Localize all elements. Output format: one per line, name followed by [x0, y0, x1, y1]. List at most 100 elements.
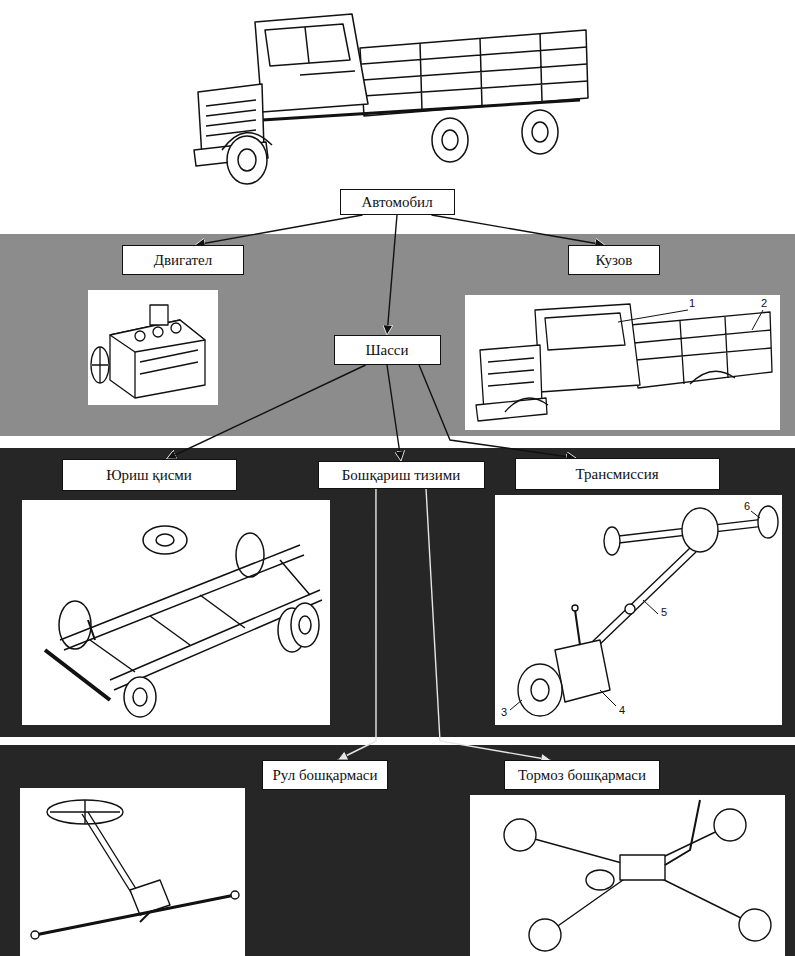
- node-label: Рул бошқармаси: [272, 767, 377, 784]
- chassis-illustration: [143, 526, 187, 554]
- node-label: Юриш қисми: [106, 467, 192, 484]
- chassis-illustration: [60, 545, 322, 690]
- callout-number: 5: [660, 606, 668, 618]
- chassis-illustration: [45, 650, 110, 700]
- transmission-illustration: [572, 605, 578, 611]
- connector-arrow: [419, 365, 576, 458]
- chassis-illustration: [299, 616, 311, 634]
- engine-illustration: [110, 320, 205, 398]
- connector-arrow: [167, 365, 366, 459]
- engine-illustration: [171, 323, 181, 333]
- node-label: Кузов: [596, 252, 633, 269]
- engine-illustration: [135, 350, 198, 398]
- cab-body-illustration: [476, 398, 547, 421]
- brake-illustration: [620, 855, 665, 880]
- cab-body-illustration: [488, 358, 534, 386]
- dark-band: [0, 745, 795, 956]
- steering-illustration: [31, 800, 239, 939]
- truck-illustration: [522, 110, 558, 154]
- connector-arrow: [432, 215, 605, 245]
- node-label: Тормоз бошқармаси: [518, 767, 646, 784]
- steering-illustration: [47, 800, 123, 824]
- connector-arrow: [387, 365, 401, 461]
- node-label: Двигател: [154, 252, 212, 269]
- transmission-illustration: [625, 604, 635, 614]
- brake-illustration: [586, 870, 614, 890]
- category-box: Тормоз бошқармаси: [504, 760, 660, 790]
- cab-body-illustration: [476, 304, 772, 421]
- cab-body-illustration: [618, 310, 763, 330]
- truck-illustration: [300, 27, 355, 75]
- chassis-illustration: [90, 560, 310, 672]
- chassis-panel: [22, 500, 330, 725]
- category-box: Рул бошқармаси: [262, 760, 388, 790]
- transmission-illustration: [682, 508, 718, 552]
- brake-illustration: [739, 909, 771, 941]
- steering-illustration: [31, 931, 39, 939]
- chassis-illustration: [291, 603, 319, 647]
- node-label: Бошқариш тизими: [342, 467, 461, 484]
- truck-illustration: [255, 14, 368, 112]
- category-box: Двигател: [122, 245, 244, 275]
- truck-illustration: [227, 136, 267, 184]
- callout-number: 2: [760, 297, 768, 309]
- cab-body-illustration: [535, 304, 640, 392]
- steering-illustration: [50, 800, 120, 824]
- callout-number: 3: [500, 706, 508, 718]
- chassis-illustration: [156, 534, 174, 546]
- category-box: Автомобил: [340, 189, 455, 215]
- brake-illustration: [529, 919, 561, 951]
- cab-body-illustration: [630, 312, 772, 388]
- transmission-illustration: [510, 511, 760, 710]
- transmission-illustration: [758, 506, 778, 538]
- engine-illustration: [91, 347, 109, 383]
- transmission-illustration: [518, 664, 562, 716]
- truck-illustration: [206, 100, 256, 136]
- brake-illustration: [504, 800, 771, 951]
- steering-panel: [20, 788, 245, 956]
- steering-illustration: [140, 912, 150, 922]
- steering-illustration: [35, 895, 235, 935]
- category-box: Трансмиссия: [515, 458, 720, 490]
- callout-number: 6: [743, 500, 751, 512]
- callout-number: 1: [688, 297, 696, 309]
- transmission-illustration: [555, 640, 610, 702]
- engine-illustration: [92, 347, 108, 383]
- engine-illustration: [91, 305, 205, 398]
- node-label: Автомобил: [361, 194, 432, 211]
- engine-panel: [88, 290, 218, 405]
- chassis-illustration: [133, 688, 147, 706]
- engine-illustration: [153, 327, 163, 337]
- category-box: Бошқариш тизими: [318, 461, 485, 489]
- brake-illustration: [504, 819, 536, 851]
- brake-illustration: [714, 809, 746, 841]
- engine-illustration: [135, 331, 145, 341]
- truck-illustration: [442, 130, 458, 150]
- transmission-illustration: [510, 506, 778, 716]
- truck-illustration: [238, 149, 256, 171]
- chassis-illustration: [88, 620, 95, 640]
- category-box: Юриш қисми: [62, 459, 237, 491]
- chassis-illustration: [45, 526, 322, 717]
- transmission-panel: [495, 495, 782, 725]
- truck-illustration: [194, 14, 588, 184]
- connector-arrow: [387, 215, 397, 335]
- node-label: Трансмиссия: [575, 466, 658, 483]
- connector-arrow: [195, 215, 362, 245]
- truck-illustration: [362, 33, 588, 111]
- brake-panel: [470, 795, 785, 956]
- transmission-illustration: [531, 679, 549, 701]
- brake-illustration: [665, 800, 700, 865]
- callout-number: 4: [618, 704, 626, 716]
- brake-illustration: [520, 825, 755, 935]
- transmission-illustration: [575, 610, 580, 645]
- category-box: Шасси: [334, 335, 441, 365]
- truck-illustration: [432, 118, 468, 162]
- category-box: Кузов: [568, 245, 660, 275]
- chassis-illustration: [124, 677, 156, 717]
- transmission-illustration: [604, 527, 620, 555]
- connector-arrow: [338, 489, 376, 760]
- connector-arrow: [426, 489, 551, 760]
- engine-illustration: [150, 305, 168, 325]
